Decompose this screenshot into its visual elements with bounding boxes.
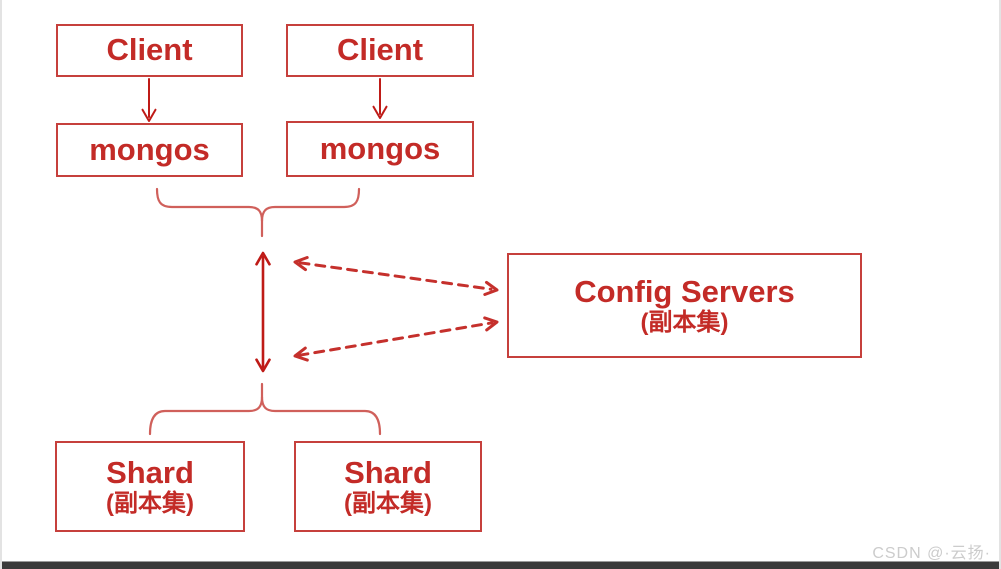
arrow-client2-to-mongos2 [372,78,388,119]
arrowhead-left-icon [293,256,309,272]
bottom-bar [2,561,999,569]
brace-mongos-group [155,187,361,238]
arrowhead-down-icon [255,358,271,373]
arrow-client1-to-mongos1 [141,78,157,122]
arrowhead-up-icon [255,251,271,266]
node-config-servers: Config Servers (副本集) [507,253,862,358]
dashed-arrow-lower-config [293,316,499,362]
node-shard-1: Shard (副本集) [55,441,245,532]
node-mongos-2: mongos [286,121,474,177]
arrowhead-left-icon [293,346,309,362]
node-mongos-1: mongos [56,123,243,177]
node-shard-2-label: Shard [344,454,432,490]
node-config-servers-label: Config Servers [574,273,795,309]
csdn-watermark: CSDN @·云扬· [872,545,991,562]
arrowhead-down-icon [372,105,388,119]
node-client-1-label: Client [106,32,193,68]
node-config-servers-sublabel: (副本集) [640,308,729,336]
node-mongos-2-label: mongos [319,130,441,166]
arrow-mongos-group-to-shard-group [255,251,271,373]
dashed-arrow-upper-config [293,256,499,296]
node-mongos-1-label: mongos [89,131,210,167]
node-shard-2: Shard (副本集) [294,441,482,532]
node-client-2-label: Client [336,32,424,68]
node-client-2: Client [286,24,474,77]
node-shard-1-label: Shard [106,454,194,490]
node-shard-1-sublabel: (副本集) [106,489,194,517]
arrowhead-down-icon [141,108,157,122]
brace-shard-group [148,382,382,436]
arrowhead-right-icon [483,316,499,332]
arrowhead-right-icon [483,280,499,296]
node-shard-2-sublabel: (副本集) [344,489,432,517]
node-client-1: Client [56,24,243,77]
